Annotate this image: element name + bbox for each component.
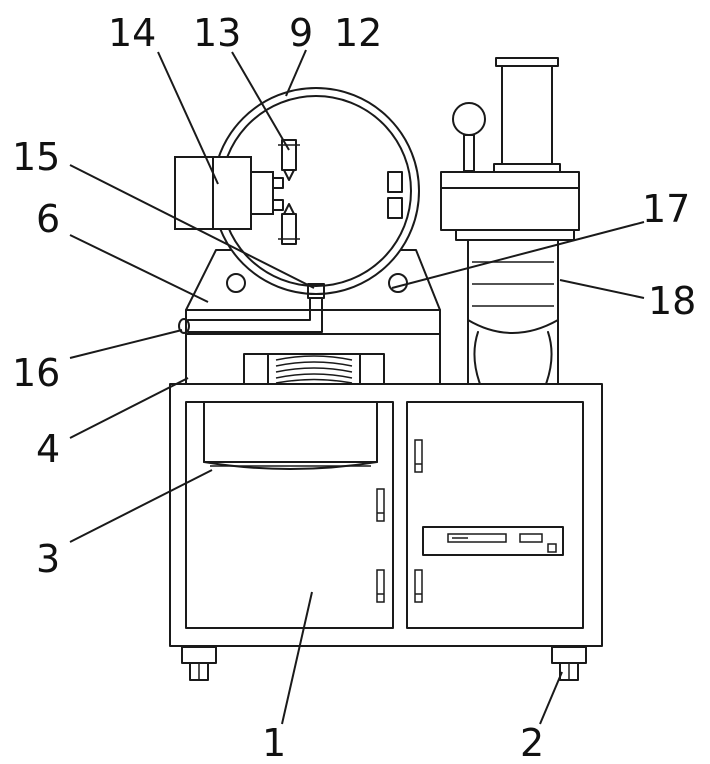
tower-head — [440, 171, 580, 231]
gauge-stem — [463, 134, 475, 172]
frame-left-bolt — [226, 273, 246, 293]
cylinder-top-cap — [495, 57, 559, 67]
base-platform — [185, 309, 441, 385]
spring-coil — [275, 355, 353, 384]
pipe-end-cap — [178, 318, 190, 334]
tank-leg-left-inner — [473, 331, 481, 385]
leader-4 — [69, 377, 189, 439]
label-2: 2 — [520, 721, 544, 764]
leader-9 — [285, 49, 307, 97]
leader-16 — [69, 329, 183, 359]
cabinet-body — [169, 383, 603, 647]
frame-right-bolt — [388, 273, 408, 293]
leader-2 — [539, 671, 563, 725]
leader-6 — [69, 234, 209, 303]
label-17: 17 — [642, 187, 690, 231]
label-13: 13 — [193, 11, 241, 55]
hinge-lower-left — [376, 569, 385, 603]
spring-housing — [243, 353, 385, 385]
hinge-lower-right — [414, 569, 423, 603]
control-panel — [422, 526, 564, 556]
drum-latch-upper — [387, 171, 403, 193]
leader-13 — [231, 51, 290, 151]
right-door — [406, 401, 584, 629]
pipe-outer — [187, 297, 311, 321]
hinge-upper-right — [414, 439, 423, 473]
coupling-lower-shaft — [272, 199, 284, 211]
nozzle-upper — [278, 139, 300, 181]
cabinet — [169, 383, 603, 647]
panel-display — [447, 533, 507, 543]
tank-body — [467, 239, 559, 334]
tray-body — [203, 401, 378, 463]
label-12: 12 — [334, 11, 382, 55]
panel-switch — [547, 543, 557, 553]
label-18: 18 — [648, 279, 696, 323]
caster-right-mount — [551, 646, 587, 664]
part-labels: 14 13 9 12 15 6 17 18 16 4 3 1 2 — [12, 11, 696, 764]
panel-button — [519, 533, 543, 543]
drawer-tray — [203, 401, 378, 470]
drum-outlet-valve — [307, 283, 325, 299]
label-14: 14 — [108, 11, 156, 55]
tank-leg-right-inner — [545, 331, 553, 385]
leader-18 — [559, 279, 645, 299]
tower-flange — [455, 229, 575, 241]
label-4: 4 — [36, 427, 60, 471]
pipe-assembly — [178, 283, 325, 334]
caster-left-mount — [181, 646, 217, 664]
pressure-gauge — [452, 102, 486, 136]
caster-right — [551, 646, 587, 681]
leader-lines — [69, 49, 645, 725]
motor-coupling — [250, 171, 274, 215]
pipe-inner — [187, 297, 323, 333]
nozzle-lower — [278, 203, 300, 245]
base-block — [185, 309, 441, 385]
label-15: 15 — [12, 135, 60, 179]
cylinder-base — [493, 163, 561, 173]
label-3: 3 — [36, 537, 60, 581]
label-1: 1 — [262, 721, 286, 764]
cylinder-body — [501, 65, 553, 165]
motor-box — [174, 156, 284, 230]
caster-left — [181, 646, 217, 681]
left-door — [185, 401, 394, 629]
label-6: 6 — [36, 197, 60, 241]
leader-15 — [69, 164, 315, 289]
drum-latch-lower — [387, 197, 403, 219]
label-16: 16 — [12, 351, 60, 395]
hinge-upper-left — [376, 488, 385, 522]
leader-3 — [69, 469, 213, 543]
label-9: 9 — [289, 11, 313, 55]
leader-14 — [157, 51, 219, 185]
tower — [440, 57, 580, 385]
tray-bottom — [203, 461, 378, 470]
leader-1 — [281, 591, 313, 725]
leader-17 — [391, 221, 645, 289]
coupling-upper-shaft — [272, 177, 284, 189]
